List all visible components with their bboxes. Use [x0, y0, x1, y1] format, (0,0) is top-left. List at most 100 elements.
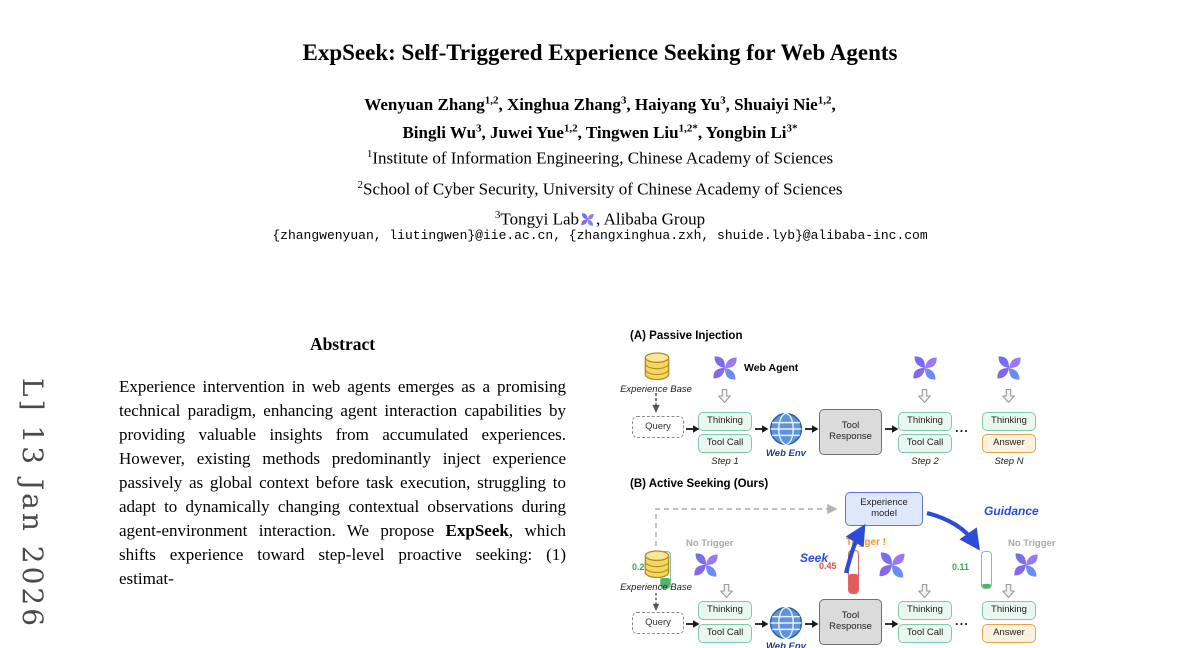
arrow-down-hollow-icon	[720, 582, 733, 600]
author-separator: ,	[725, 94, 735, 114]
thinking-box: Thinking	[982, 412, 1036, 431]
arrow-down-dashed-icon	[651, 593, 661, 612]
author-emails: {zhangwenyuan, liutingwen}@iie.ac.cn, {z…	[272, 228, 928, 243]
step-caption: Step N	[994, 456, 1024, 467]
trigger-label: Trigger !	[846, 537, 887, 548]
abstract-text: Experience intervention in web agents em…	[119, 375, 566, 591]
thinking-box: Thinking	[982, 601, 1036, 620]
author-name: Yongbin Li	[705, 123, 787, 143]
author-name: Tingwen Liu	[585, 123, 679, 143]
affiliation-text: School of Cyber Security, University of …	[362, 179, 843, 199]
experience-base-label: Experience Base	[620, 582, 692, 593]
affiliation-line: 3Tongyi Lab , Alibaba Group	[0, 202, 1200, 233]
tool-response-box: Tool Response	[819, 599, 882, 645]
answer-box: Answer	[982, 434, 1036, 453]
author: Shuaiyi Nie1,2,	[734, 94, 836, 114]
trigger-score-fill	[849, 574, 858, 593]
panel-a-title: (A) Passive Injection	[630, 330, 743, 342]
author-name: Wenyuan Zhang	[364, 94, 485, 114]
abstract-section: Abstract Experience intervention in web …	[119, 334, 566, 591]
arrow-right-icon	[755, 619, 769, 629]
ellipsis: ...	[955, 613, 969, 628]
web-agent-icon	[995, 354, 1023, 382]
affiliation-text: Institute of Information Engineering, Ch…	[372, 148, 834, 168]
step-caption: Step 1	[711, 456, 739, 467]
experience-base-label: Experience Base	[620, 384, 692, 395]
tool-call-box: Tool Call	[698, 624, 752, 643]
tool-response-box: Tool Response	[819, 409, 882, 455]
web-env-globe-icon	[769, 412, 803, 446]
arrow-down-hollow-icon	[918, 582, 931, 600]
author-superscript: 1,2	[484, 94, 499, 106]
arrow-down-hollow-icon	[918, 386, 931, 406]
experience-base-icon	[642, 350, 672, 382]
teaser-figure: (A) Passive Injection Experience Base Qu…	[620, 330, 1090, 648]
author: Bingli Wu3,	[402, 122, 491, 143]
author-separator: ,	[626, 94, 635, 114]
thinking-box: Thinking	[698, 412, 752, 431]
author: Yongbin Li3*	[705, 122, 798, 143]
author: Wenyuan Zhang1,2,	[364, 94, 508, 114]
author-superscript: 3	[476, 122, 482, 135]
web-agent-icon	[711, 354, 739, 382]
trigger-score-value: 0.11	[952, 562, 970, 572]
thinking-box: Thinking	[698, 601, 752, 620]
trigger-score-fill	[982, 584, 991, 588]
arrow-right-icon	[885, 424, 899, 434]
web-agent-icon	[1012, 551, 1040, 579]
author-name: Bingli Wu	[402, 123, 477, 143]
author-block: Wenyuan Zhang1,2, Xinghua Zhang3, Haiyan…	[0, 88, 1200, 145]
affiliation-text: Tongyi Lab	[500, 209, 580, 229]
arrow-down-dashed-icon	[651, 393, 661, 414]
arrow-right-icon	[755, 424, 769, 434]
web-env-label: Web Env	[766, 641, 806, 648]
abstract-heading: Abstract	[309, 334, 376, 354]
web-agent-icon	[877, 550, 907, 580]
affiliation-line: 2School of Cyber Security, University of…	[0, 172, 1200, 203]
affiliation-text: , Alibaba Group	[596, 209, 706, 229]
affiliation-block: 1Institute of Information Engineering, C…	[0, 141, 1200, 233]
tongyi-logo-icon	[580, 209, 595, 226]
no-trigger-label: No Trigger	[1008, 538, 1056, 549]
author-separator: ,	[498, 94, 508, 114]
trigger-score-value: 0.27	[632, 562, 650, 572]
trigger-score-fill	[661, 578, 670, 588]
arrow-right-icon	[885, 619, 899, 629]
guidance-arrow	[926, 510, 980, 551]
step-caption: Step 2	[911, 456, 939, 467]
answer-box: Answer	[982, 624, 1036, 643]
web-agent-label: Web Agent	[744, 362, 799, 374]
author-separator: ,	[831, 94, 836, 114]
affiliation-superscript: 2	[357, 178, 363, 191]
arrow-right-icon	[805, 424, 819, 434]
arrow-down-hollow-icon	[718, 386, 731, 406]
thinking-box: Thinking	[898, 601, 952, 620]
abstract-method-name: ExpSeek	[445, 521, 509, 540]
web-env-globe-icon	[769, 606, 803, 640]
thinking-box: Thinking	[898, 412, 952, 431]
experience-model-box: Experience model	[845, 492, 923, 526]
arrow-down-hollow-icon	[1002, 582, 1015, 600]
trigger-score-bar	[848, 550, 859, 594]
guidance-label: Guidance	[984, 504, 1039, 518]
affiliation-line: 1Institute of Information Engineering, C…	[0, 141, 1200, 172]
arrow-down-hollow-icon	[1002, 386, 1015, 406]
author-superscript: 1,2*	[678, 122, 698, 135]
abstract-text-part: Experience intervention in web agents em…	[119, 377, 566, 540]
trigger-score-bar	[981, 551, 992, 589]
author-separator: ,	[481, 123, 491, 143]
author-name: Haiyang Yu	[634, 94, 721, 114]
web-agent-icon	[911, 354, 939, 382]
paper-title: ExpSeek: Self-Triggered Experience Seeki…	[302, 40, 898, 65]
author-superscript: 3*	[786, 122, 798, 135]
author-superscript: 1,2	[817, 94, 832, 106]
query-box: Query	[632, 416, 684, 438]
web-env-label: Web Env	[766, 448, 806, 459]
author-separator: ,	[697, 123, 706, 143]
affiliation-superscript: 1	[366, 148, 373, 160]
affiliation-superscript: 3	[494, 209, 501, 222]
author-name: Shuaiyi Nie	[734, 94, 818, 114]
trigger-score-value: 0.45	[819, 561, 837, 571]
experience-base-icon	[642, 548, 672, 580]
